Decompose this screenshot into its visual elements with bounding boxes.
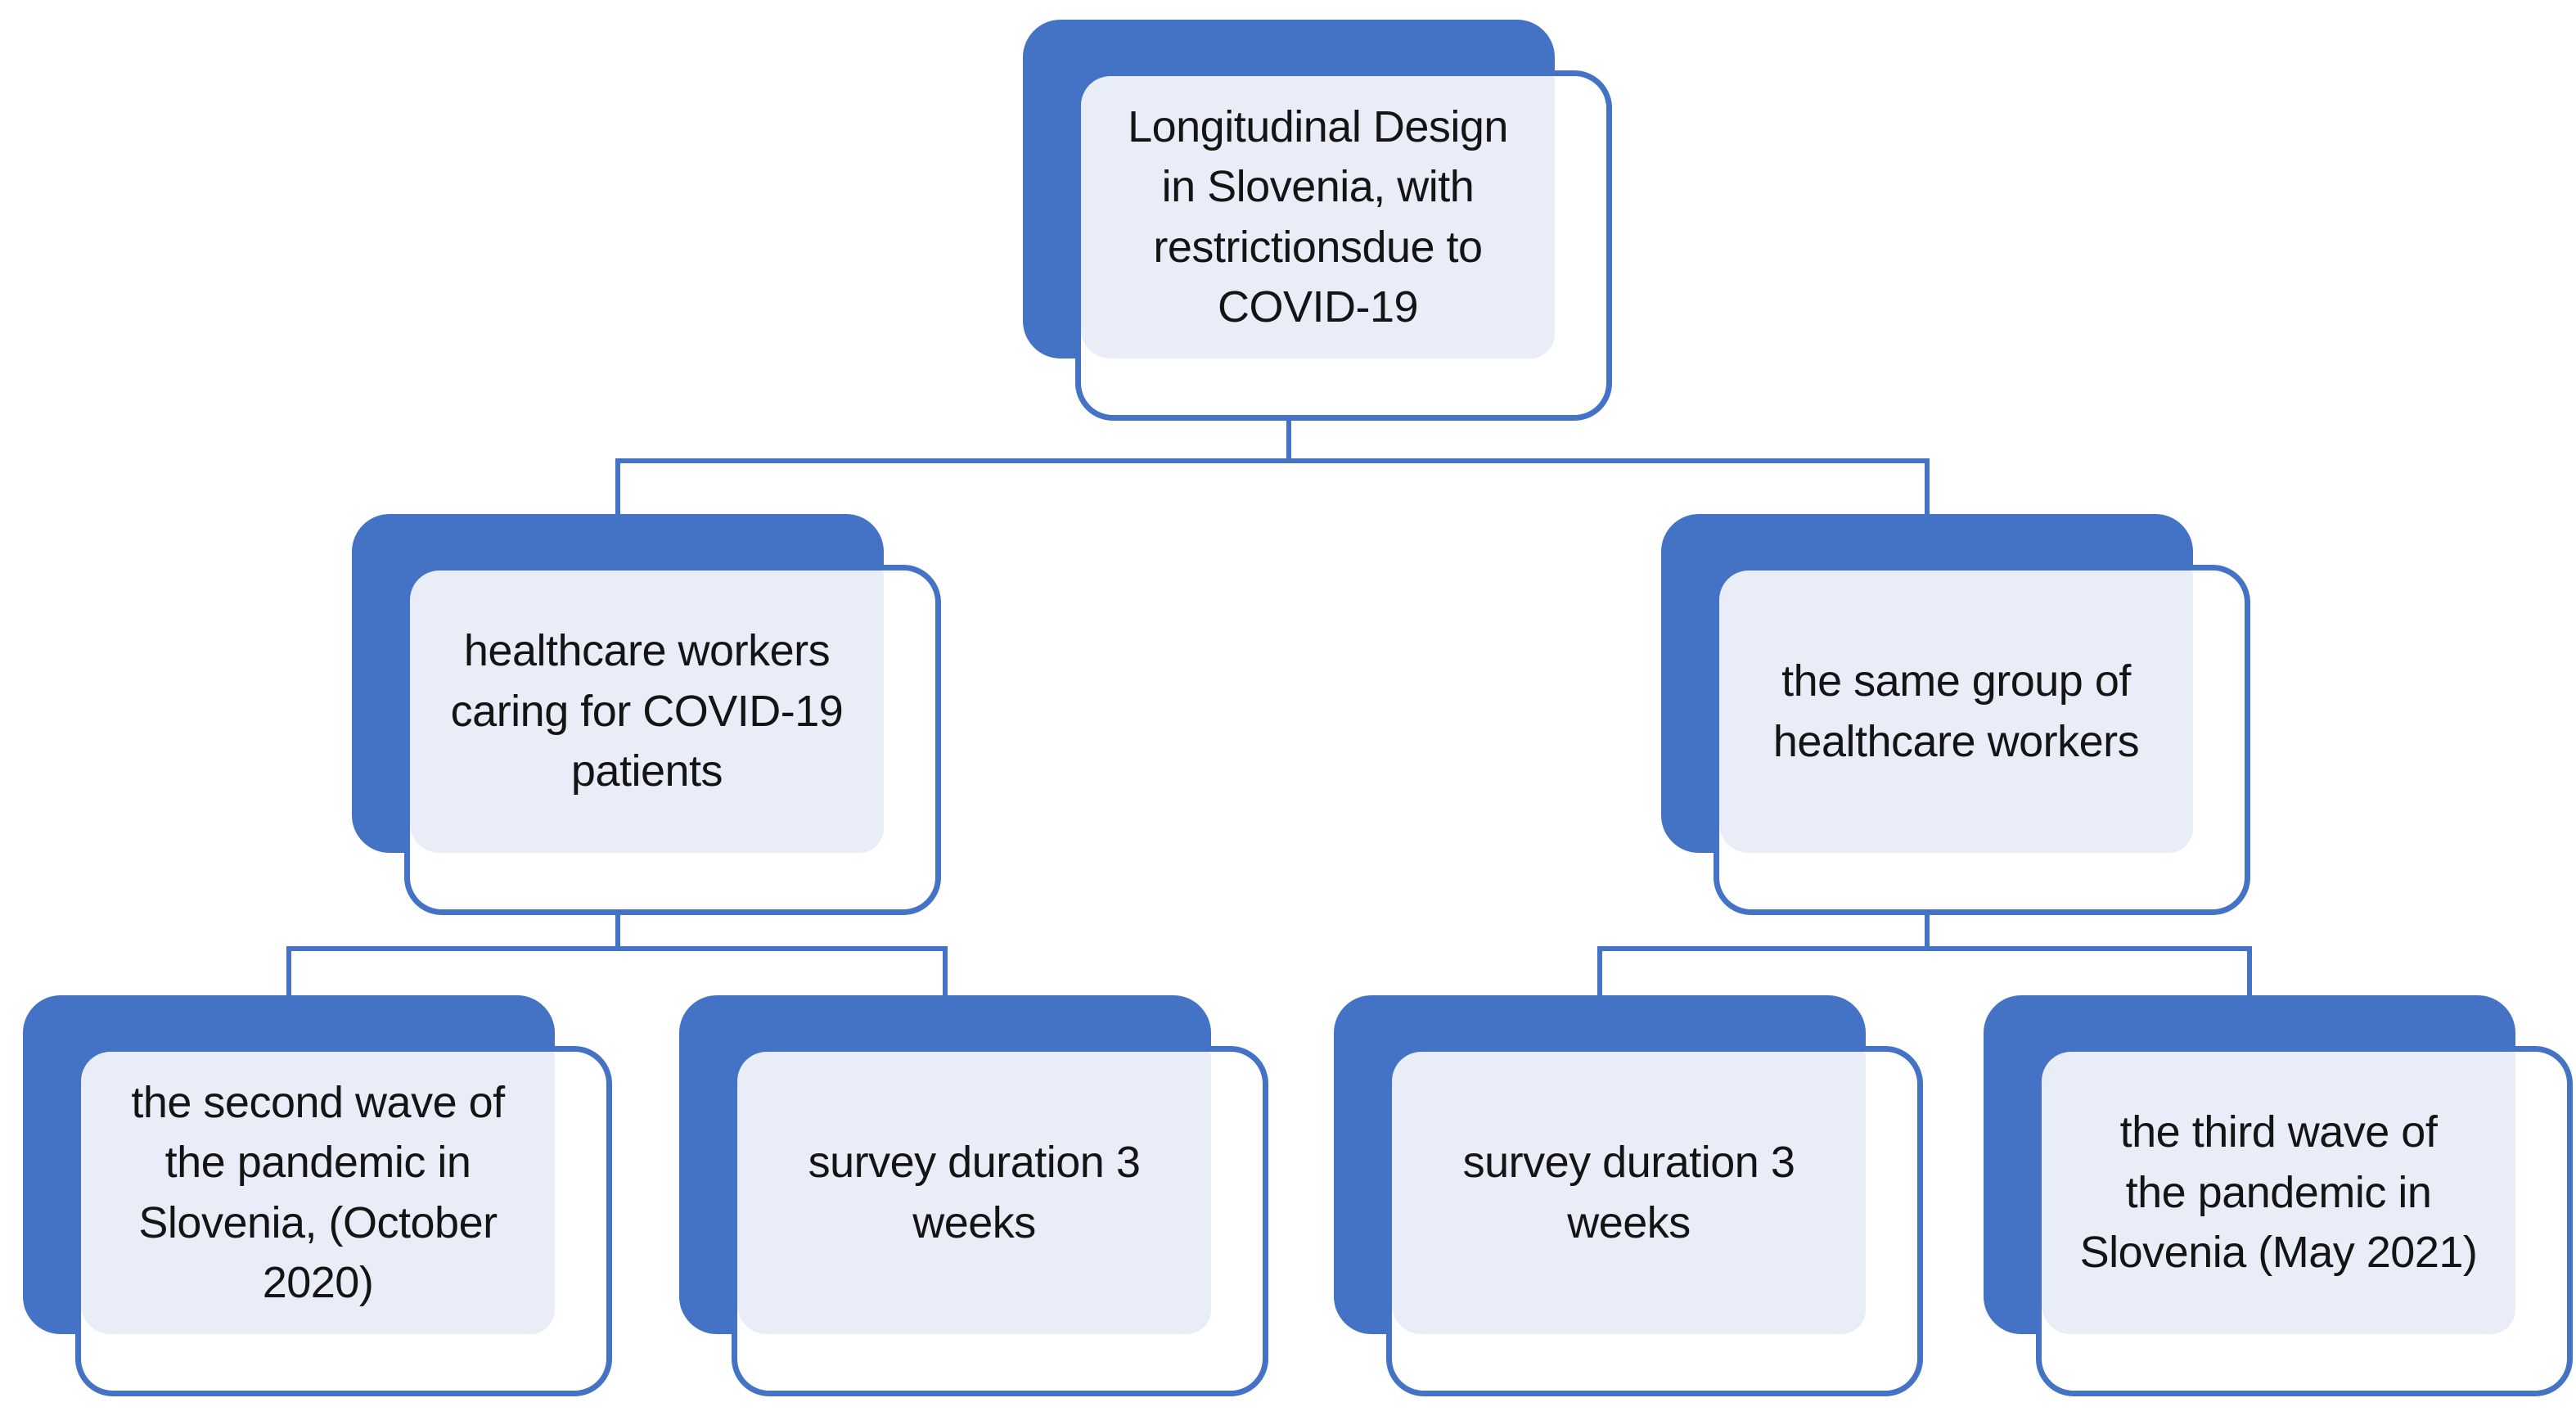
node-root-label: Longitudinal Design in Slovenia, with re… bbox=[1081, 76, 1555, 359]
node-right-child-2-label: the third wave of the pandemic in Sloven… bbox=[2042, 1052, 2515, 1334]
node-right-child-2: the third wave of the pandemic in Sloven… bbox=[1984, 995, 2573, 1398]
connector-left-drop-1 bbox=[286, 946, 291, 995]
connector-root-stub bbox=[1286, 421, 1291, 458]
node-root: Longitudinal Design in Slovenia, with re… bbox=[1023, 20, 1612, 422]
node-right-child-1-label: survey duration 3 weeks bbox=[1392, 1052, 1866, 1334]
connector-right-stub bbox=[1925, 915, 1930, 946]
connector-root-bar bbox=[615, 458, 1930, 463]
node-right-branch-card: the same group of healthcare workers bbox=[1714, 565, 2250, 915]
node-left-branch: healthcare workers caring for COVID-19 p… bbox=[352, 514, 941, 917]
node-right-branch: the same group of healthcare workers bbox=[1661, 514, 2250, 917]
node-root-card: Longitudinal Design in Slovenia, with re… bbox=[1075, 70, 1612, 421]
node-left-child-1-label: the second wave of the pandemic in Slove… bbox=[81, 1052, 555, 1334]
node-right-branch-label: the same group of healthcare workers bbox=[1719, 570, 2193, 853]
connector-left-bar bbox=[286, 946, 948, 951]
node-left-child-2-card: survey duration 3 weeks bbox=[732, 1046, 1268, 1396]
node-right-child-2-card: the third wave of the pandemic in Sloven… bbox=[2036, 1046, 2573, 1396]
node-left-child-1: the second wave of the pandemic in Slove… bbox=[23, 995, 612, 1398]
connector-left-drop-2 bbox=[943, 946, 948, 995]
node-right-child-1-card: survey duration 3 weeks bbox=[1386, 1046, 1923, 1396]
node-left-branch-label: healthcare workers caring for COVID-19 p… bbox=[410, 570, 884, 853]
connector-root-drop-right bbox=[1925, 458, 1930, 514]
node-left-branch-card: healthcare workers caring for COVID-19 p… bbox=[404, 565, 941, 915]
node-left-child-2-label: survey duration 3 weeks bbox=[737, 1052, 1211, 1334]
connector-root-drop-left bbox=[615, 458, 620, 514]
node-left-child-2: survey duration 3 weeks bbox=[679, 995, 1268, 1398]
connector-right-drop-2 bbox=[2247, 946, 2252, 995]
node-right-child-1: survey duration 3 weeks bbox=[1334, 995, 1923, 1398]
connector-left-stub bbox=[615, 915, 620, 946]
connector-right-drop-1 bbox=[1597, 946, 1602, 995]
connector-right-bar bbox=[1597, 946, 2252, 951]
node-left-child-1-card: the second wave of the pandemic in Slove… bbox=[75, 1046, 612, 1396]
